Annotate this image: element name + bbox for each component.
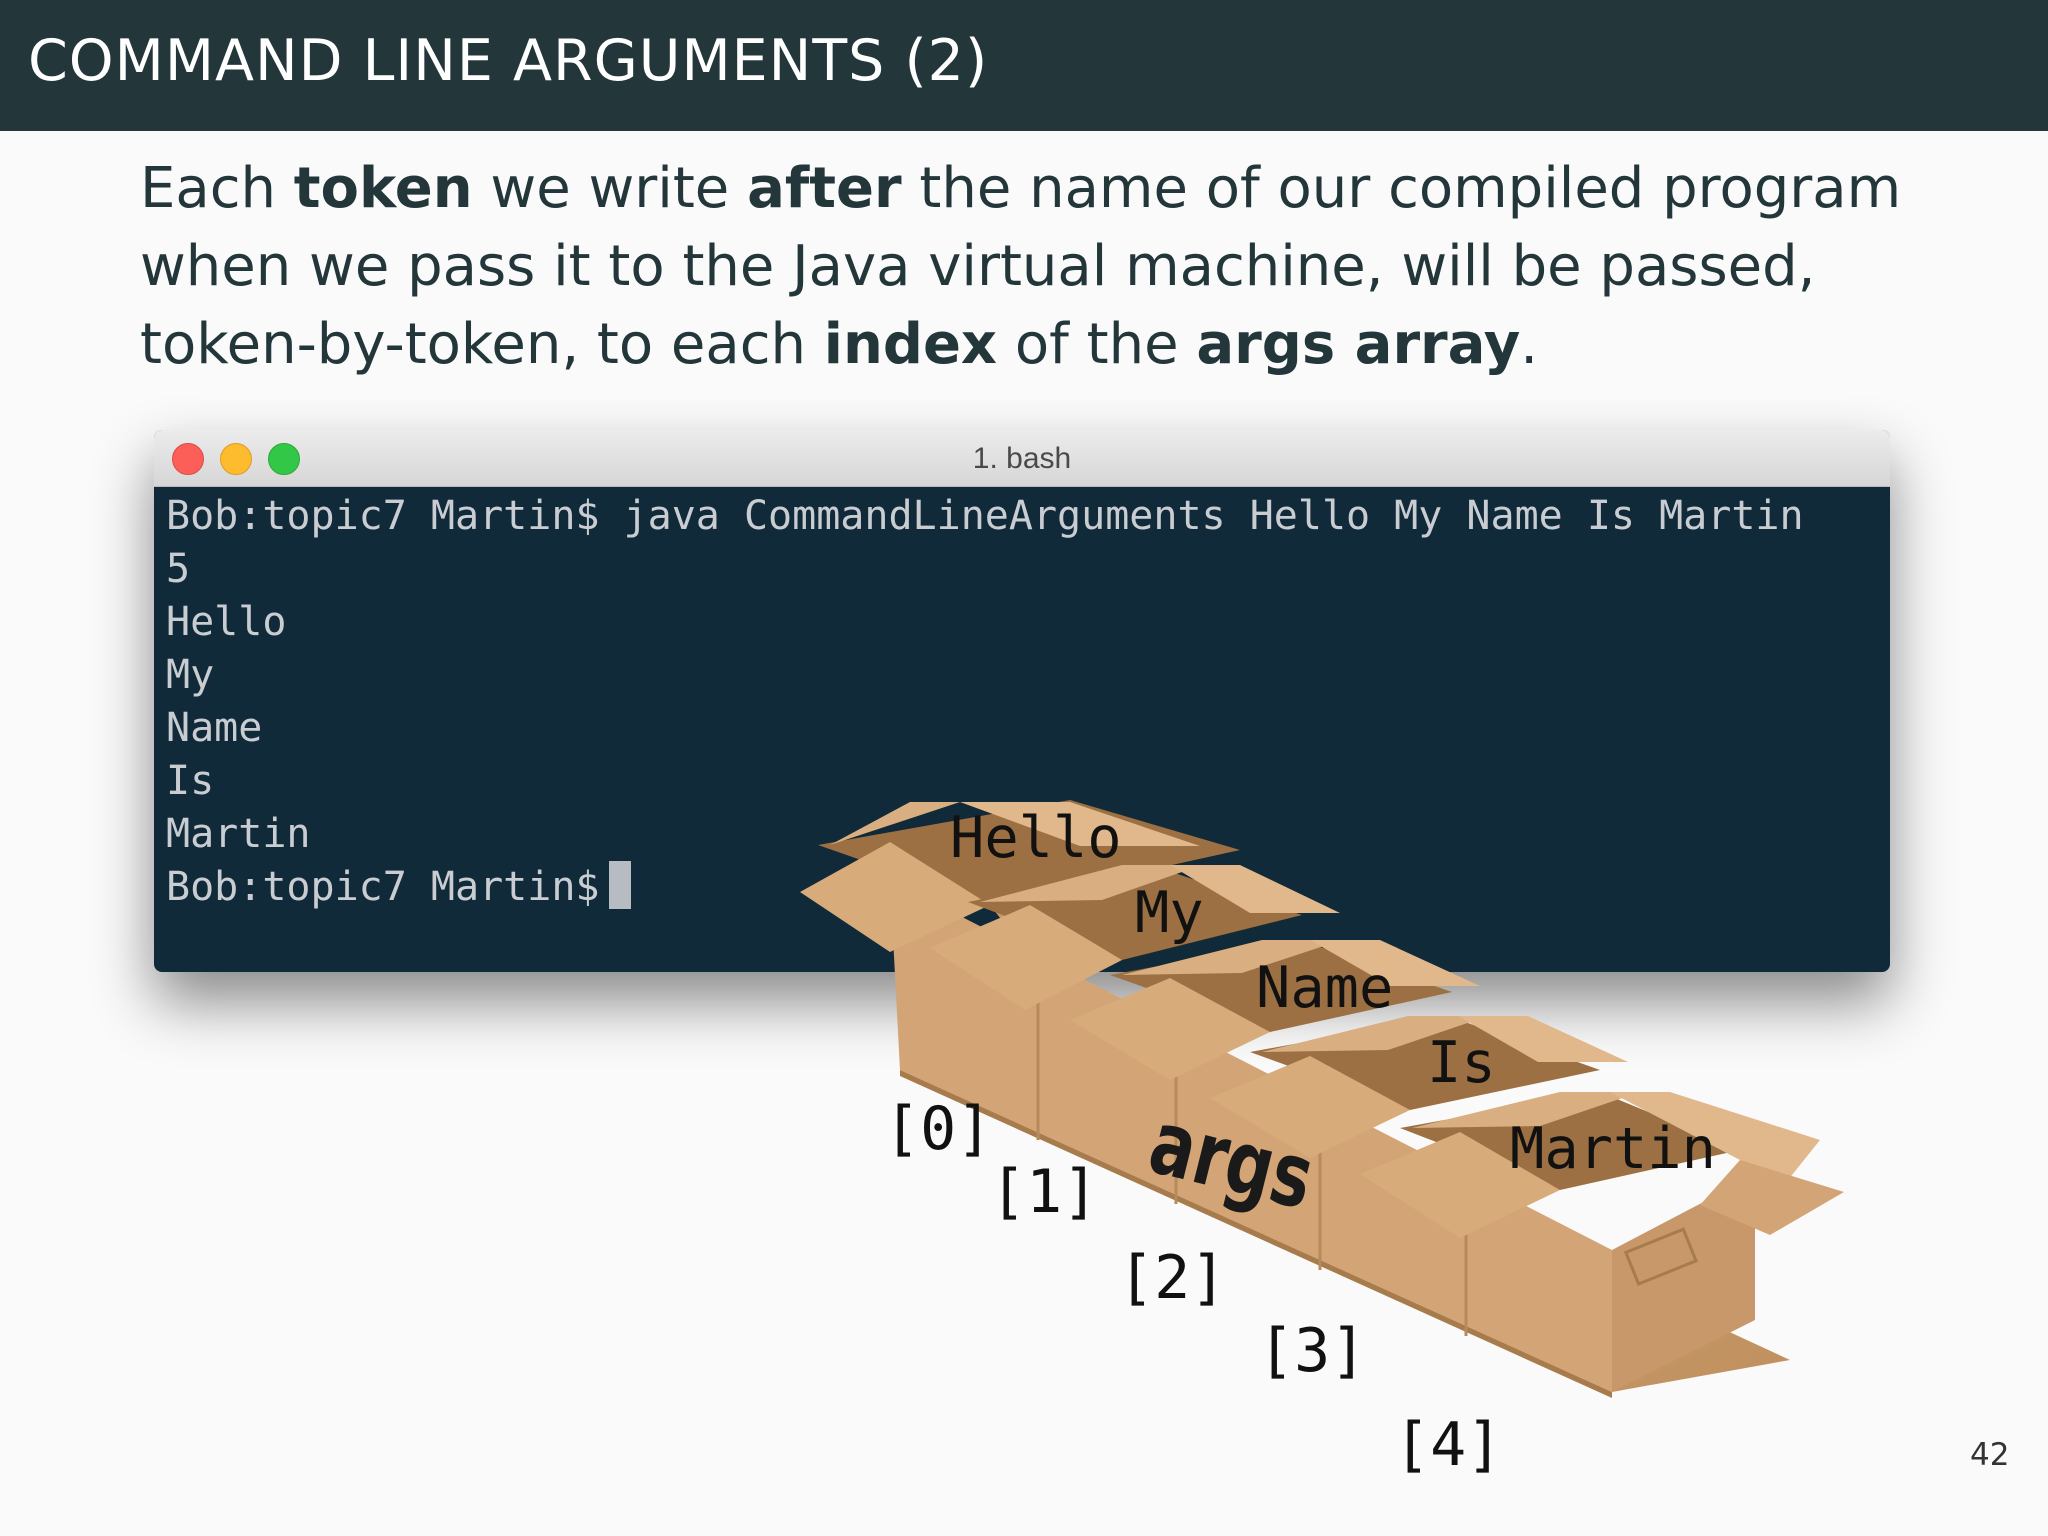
- text-run: token-by-token, to each: [140, 312, 824, 377]
- array-value-1: My: [1135, 880, 1204, 946]
- bold-run: token: [294, 156, 473, 221]
- text-run: .: [1520, 312, 1538, 377]
- array-value-0: Hello: [950, 805, 1122, 871]
- text-run: we write: [473, 156, 747, 221]
- bold-run: args array: [1196, 312, 1520, 377]
- paragraph-line-3: token-by-token, to each index of the arg…: [140, 306, 1960, 384]
- bold-run: after: [747, 156, 902, 221]
- bold-run: index: [824, 312, 997, 377]
- array-value-3: Is: [1427, 1030, 1496, 1096]
- terminal-cursor: [609, 861, 631, 909]
- terminal-title: 1. bash: [154, 442, 1890, 476]
- terminal-prompt: Bob:topic7 Martin$: [166, 864, 599, 910]
- array-index-4: [4]: [1394, 1410, 1502, 1480]
- text-run: of the: [997, 312, 1196, 377]
- terminal-line: Hello: [166, 596, 1878, 649]
- terminal-line: Name: [166, 702, 1878, 755]
- text-run: the name of our compiled program: [902, 156, 1902, 221]
- terminal-line: My: [166, 649, 1878, 702]
- terminal-titlebar[interactable]: 1. bash: [154, 430, 1890, 487]
- terminal-line: Bob:topic7 Martin$ java CommandLineArgum…: [166, 490, 1878, 543]
- paragraph-line-2: when we pass it to the Java virtual mach…: [140, 228, 1960, 306]
- array-index-2: [2]: [1118, 1243, 1226, 1313]
- slide-title: COMMAND LINE ARGUMENTS (2): [28, 28, 988, 94]
- paragraph-line-1: Each token we write after the name of ou…: [140, 150, 1960, 228]
- text-run: Each: [140, 156, 294, 221]
- text-run: when we pass it to the Java virtual mach…: [140, 234, 1815, 299]
- array-index-0: [0]: [884, 1094, 992, 1164]
- array-index-3: [3]: [1258, 1316, 1366, 1386]
- terminal-line: 5: [166, 543, 1878, 596]
- slide-header: COMMAND LINE ARGUMENTS (2): [0, 0, 2048, 131]
- array-index-1: [1]: [990, 1157, 1098, 1227]
- page-number: 42: [1970, 1437, 2009, 1473]
- slide-paragraph: Each token we write after the name of ou…: [140, 150, 1960, 384]
- array-value-4: Martin: [1510, 1116, 1716, 1182]
- array-value-2: Name: [1256, 955, 1393, 1021]
